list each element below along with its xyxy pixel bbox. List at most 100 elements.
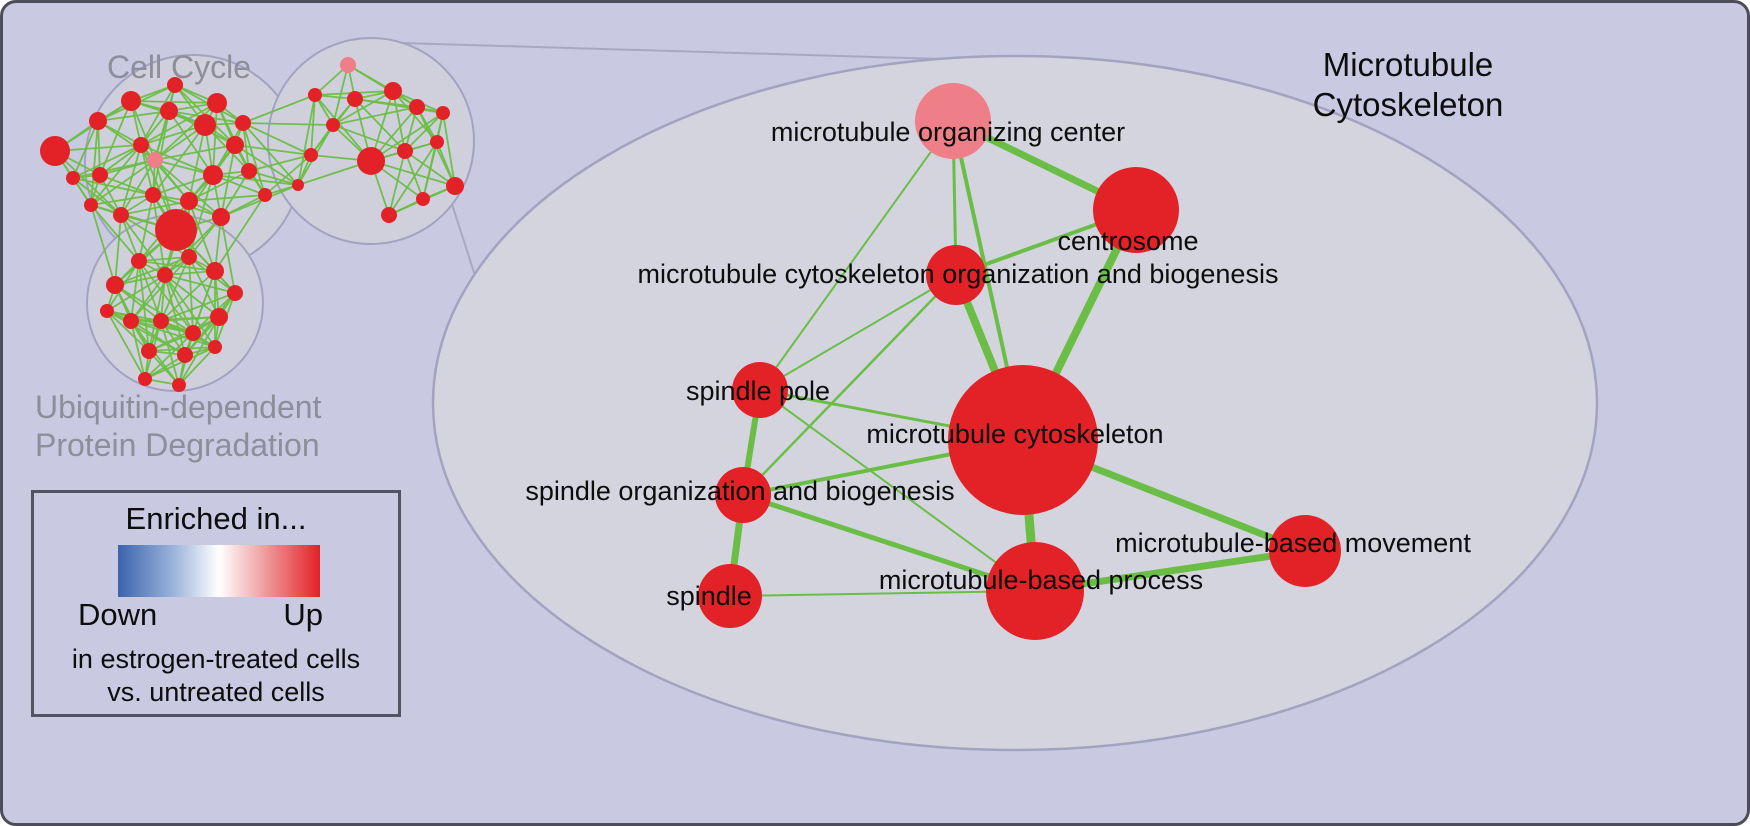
node-spindle[interactable] <box>698 564 762 628</box>
overview-edge <box>120 214 166 276</box>
overview-node[interactable] <box>384 82 402 100</box>
overview-edge <box>106 310 186 356</box>
overview-node[interactable] <box>177 347 193 363</box>
node-label-mbp: microtubule-based process <box>879 565 1203 595</box>
overview-edge <box>242 122 312 156</box>
overview-node[interactable] <box>446 177 464 195</box>
node-spole[interactable] <box>732 362 788 418</box>
overview-edge <box>188 174 214 258</box>
overview-node[interactable] <box>227 285 243 301</box>
overview-node[interactable] <box>40 136 70 166</box>
overview-edge <box>160 256 190 322</box>
overview-node[interactable] <box>167 77 183 93</box>
overview-node[interactable] <box>153 313 169 329</box>
overview-edge <box>392 90 406 152</box>
node-label-centrosome: centrosome <box>1057 226 1198 256</box>
cell-cycle-label-text: Cell Cycle <box>107 49 252 85</box>
node-moc[interactable] <box>915 83 991 159</box>
overview-node[interactable] <box>89 112 107 130</box>
overview-node[interactable] <box>409 99 425 115</box>
overview-node[interactable] <box>241 163 257 179</box>
overview-node[interactable] <box>181 249 197 265</box>
cell-cycle-cluster-label: Cell Cycle <box>107 49 251 87</box>
overview-edge <box>242 94 316 124</box>
overview-node[interactable] <box>381 207 397 223</box>
overview-node[interactable] <box>141 343 157 359</box>
overview-node[interactable] <box>92 167 108 183</box>
overview-edge <box>404 150 424 200</box>
overview-node[interactable] <box>106 276 124 294</box>
overview-edge <box>214 194 266 272</box>
overview-node[interactable] <box>308 88 322 102</box>
overview-node[interactable] <box>416 192 430 206</box>
ubiquitin-label-line1: Ubiquitin-dependent <box>35 389 322 425</box>
overview-node[interactable] <box>133 137 149 153</box>
overview-edge <box>310 94 316 156</box>
overview-node[interactable] <box>235 115 251 131</box>
overview-edge <box>106 310 146 380</box>
overview-edge <box>90 204 140 262</box>
overview-node[interactable] <box>292 179 304 191</box>
overview-node[interactable] <box>138 372 152 386</box>
overview-edge <box>214 216 222 272</box>
node-label-sob: spindle organization and biogenesis <box>525 476 954 506</box>
node-mbm[interactable] <box>1269 515 1341 587</box>
overview-edge <box>234 144 312 156</box>
overview-edge <box>220 184 299 218</box>
overview-node[interactable] <box>123 313 139 329</box>
overview-edge <box>140 84 176 146</box>
overview-edge <box>72 177 122 216</box>
node-label-mbm: microtubule-based movement <box>1115 528 1471 558</box>
overview-edge <box>144 332 194 380</box>
overview-node[interactable] <box>436 106 450 120</box>
overview-node[interactable] <box>226 136 244 154</box>
overview-node[interactable] <box>100 304 114 318</box>
overview-node[interactable] <box>340 57 356 73</box>
overview-node[interactable] <box>430 135 444 149</box>
edge-mco-spole <box>759 274 957 391</box>
overview-edge <box>154 84 176 161</box>
overview-node[interactable] <box>145 187 161 203</box>
overview-edge <box>138 256 190 262</box>
overview-node[interactable] <box>113 207 129 223</box>
node-centrosome[interactable] <box>1093 167 1179 253</box>
overview-node[interactable] <box>347 91 363 107</box>
overview-node[interactable] <box>304 148 318 162</box>
overview-node[interactable] <box>160 102 178 120</box>
overview-node[interactable] <box>207 93 227 113</box>
overview-node[interactable] <box>66 171 80 185</box>
legend-down-label: Down <box>78 597 158 632</box>
overview-node[interactable] <box>203 165 223 185</box>
overview-node[interactable] <box>194 114 216 136</box>
overview-node[interactable] <box>147 152 163 168</box>
overview-edge <box>242 122 299 186</box>
overview-edge <box>130 100 156 161</box>
overview-edge <box>297 94 316 186</box>
overview-edge <box>164 274 220 318</box>
overview-node[interactable] <box>155 209 197 251</box>
overview-edge <box>120 159 156 216</box>
overview-node[interactable] <box>210 308 228 326</box>
overview-node[interactable] <box>206 262 224 280</box>
overview-node[interactable] <box>172 378 186 392</box>
overview-node[interactable] <box>258 188 272 202</box>
node-sob[interactable] <box>715 467 771 523</box>
node-mco[interactable] <box>926 245 986 305</box>
overview-node[interactable] <box>397 143 413 159</box>
overview-node[interactable] <box>84 198 98 212</box>
node-mc[interactable] <box>948 365 1098 515</box>
overview-node[interactable] <box>185 325 201 341</box>
overview-node[interactable] <box>157 267 173 283</box>
overview-node[interactable] <box>121 91 141 111</box>
overview-node[interactable] <box>131 253 147 269</box>
overview-node[interactable] <box>326 118 340 132</box>
overview-edge <box>154 159 222 218</box>
overview-node[interactable] <box>212 208 230 226</box>
overview-node[interactable] <box>357 147 385 175</box>
enrichment-legend: Enriched in... Down Up in estrogen-treat… <box>31 490 401 717</box>
overview-node[interactable] <box>180 192 198 210</box>
overview-node[interactable] <box>208 340 222 354</box>
overview-edge <box>90 144 142 206</box>
node-mbp[interactable] <box>986 542 1084 640</box>
